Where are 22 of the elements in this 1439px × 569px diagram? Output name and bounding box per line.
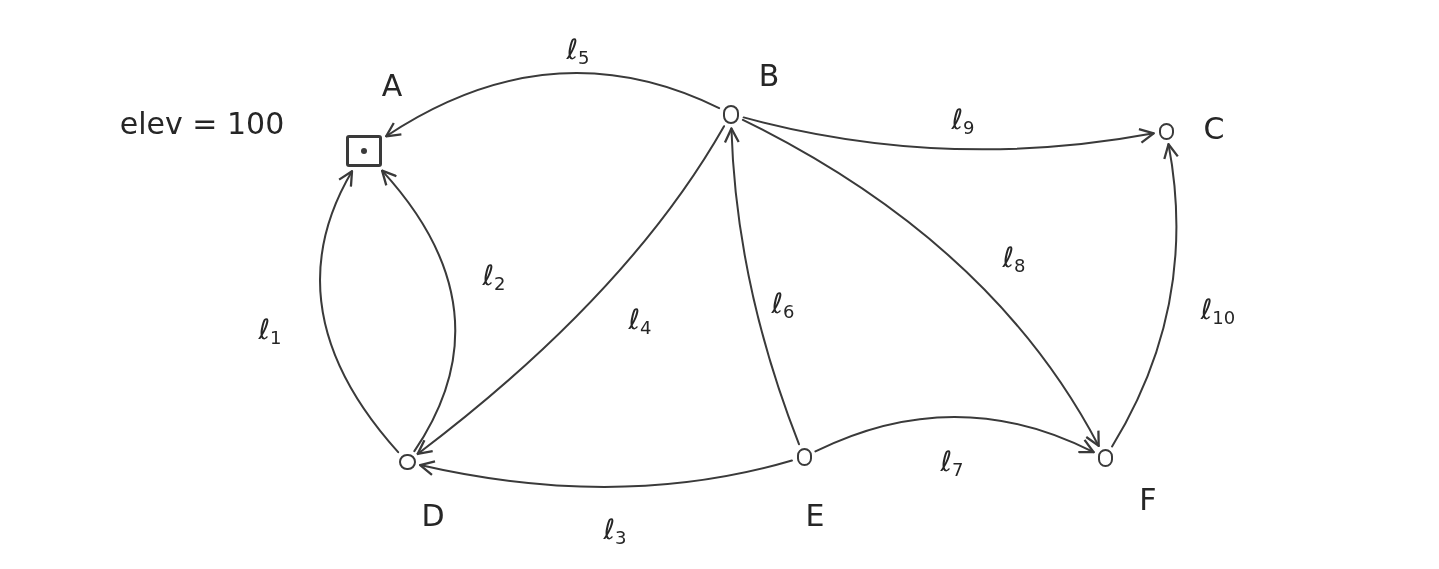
square-node (346, 135, 382, 167)
arrow (741, 118, 1100, 448)
node-letter: D (421, 501, 445, 531)
arrow (724, 127, 800, 446)
edge-label: ℓ$_{9}$ (949, 106, 977, 134)
arrow (419, 459, 793, 488)
node-letter: C (1203, 114, 1225, 144)
edge-label: ℓ$_{6}$ (769, 290, 797, 318)
arrow (1111, 143, 1179, 448)
edge-label: ℓ$_{4}$ (626, 306, 654, 334)
arrow (380, 169, 457, 453)
edge-label: ℓ$_{8}$ (1000, 244, 1028, 272)
arrow (416, 125, 726, 456)
arrow (319, 170, 400, 454)
node-note: elev = 100 (119, 109, 285, 139)
node-letter: A (381, 71, 403, 101)
arrow (742, 116, 1155, 151)
arrow (814, 415, 1095, 454)
arrow (385, 72, 721, 138)
node-letter: E (805, 501, 825, 531)
node-letter: B (758, 61, 780, 91)
node-letter: F (1139, 485, 1157, 515)
